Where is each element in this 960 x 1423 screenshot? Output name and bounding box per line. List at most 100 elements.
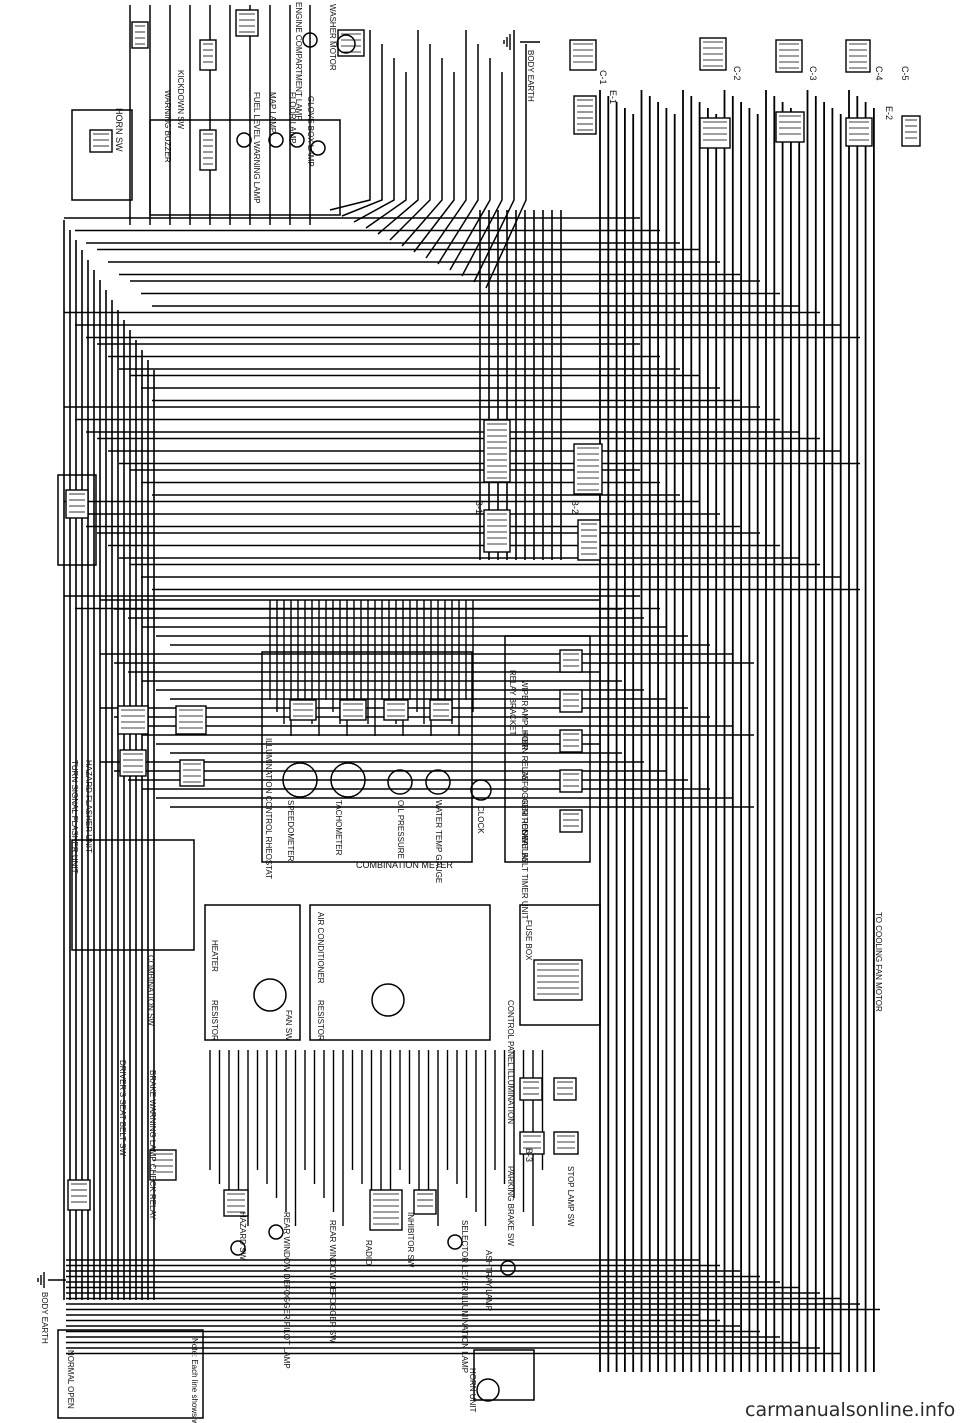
label-seat-belt-timer: SEAT BELT TIMER UNIT xyxy=(520,830,529,920)
tachometer-gauge-icon xyxy=(330,762,366,798)
connector-code: E-2 xyxy=(884,106,894,120)
wire xyxy=(473,30,515,283)
label-cooling-fan: TO COOLING FAN MOTOR xyxy=(874,912,883,1012)
wire xyxy=(353,58,395,223)
label-control-panel: CONTROL PANEL ILLUMINATION xyxy=(506,1000,515,1124)
wire xyxy=(401,58,443,247)
label-combination-meter: COMBINATION METER xyxy=(356,860,453,870)
heater-frame xyxy=(204,904,301,1041)
label-hazard-sw: HAZARD SW xyxy=(238,1212,247,1260)
connector-code: C-5 xyxy=(900,66,910,81)
label-ignition-relay: IGNITION RELAY xyxy=(520,800,529,864)
component-labels: HORN SW KICKDOWN SW WARNING BUZZER FUEL … xyxy=(40,2,910,1423)
label-horn-unit: HORN UNIT xyxy=(468,1368,477,1413)
wire xyxy=(341,44,383,217)
connector-block xyxy=(67,1179,91,1211)
ac-motor-icon xyxy=(371,983,405,1017)
connector-block xyxy=(483,419,511,483)
connector-block xyxy=(149,1149,177,1181)
wire xyxy=(461,72,503,277)
label-fuel-level: FUEL LEVEL WARNING LAMP xyxy=(252,92,261,204)
connector-block xyxy=(413,1189,437,1215)
defogger-pilot-icon xyxy=(268,1224,284,1240)
connector-block xyxy=(573,443,603,495)
connector-block xyxy=(845,117,873,147)
connector-block xyxy=(533,959,583,1001)
connector-block xyxy=(901,115,921,147)
label-wiper-amp: WIPER AMPLIFIER xyxy=(520,680,529,750)
wire xyxy=(449,58,491,271)
label-warning-buzzer: WARNING BUZZER xyxy=(163,90,172,163)
connector-code: E-1 xyxy=(608,90,618,104)
combination-sw-frame xyxy=(71,839,195,951)
connector-block xyxy=(369,1189,403,1231)
label-kickdown-sw: KICKDOWN SW xyxy=(176,70,185,130)
label-horn-sw: HORN SW xyxy=(114,108,124,152)
label-drivers-seat-belt: DRIVER'S SEAT BELT SW xyxy=(118,1060,127,1157)
connector-block xyxy=(699,117,731,149)
label-clock: CLOCK xyxy=(476,806,485,834)
map-lamp-icon xyxy=(268,132,284,148)
label-water-temp: WATER TEMP GAUGE xyxy=(434,800,443,883)
label-washer-motor: WASHER MOTOR xyxy=(328,4,337,71)
label-hazard-flasher: HAZARD FLASHER UNIT xyxy=(84,760,93,853)
label-defogger-relay: DEFOGGER RELAY xyxy=(520,770,529,844)
legend-frame xyxy=(57,1329,204,1419)
label-oil-pressure: OIL PRESSURE xyxy=(396,800,405,859)
label-relay-bracket: RELAY BRACKET xyxy=(508,670,517,736)
warning-lamp-icon xyxy=(230,1240,246,1256)
connector-code: B-2 xyxy=(570,500,580,514)
connector-code: C-1 xyxy=(598,70,608,85)
label-defogger-pilot: REAR WINDOW DEFOGGER PILOT LAMP xyxy=(282,1212,291,1369)
horn-unit-frame xyxy=(473,1349,535,1401)
connector-block xyxy=(117,705,149,735)
gauge-symbols xyxy=(37,32,540,1402)
connector-block xyxy=(569,39,597,71)
label-body-earth-bottom: BODY EARTH xyxy=(40,1292,49,1344)
engine-lamp-icon xyxy=(302,32,318,48)
connector-block xyxy=(573,95,597,135)
connector-block xyxy=(559,729,583,753)
floor-lamp-icon xyxy=(289,132,305,148)
washer-motor-icon xyxy=(336,34,356,54)
label-selector-lamp: SELECTOR LEVER ILLUMINATION LAMP xyxy=(460,1220,469,1373)
label-speedometer: SPEEDOMETER xyxy=(286,800,295,862)
label-body-earth-top: BODY EARTH xyxy=(526,50,535,102)
label-radio: RADIO xyxy=(364,1240,373,1265)
connector-block xyxy=(131,21,149,49)
connector-block xyxy=(553,1077,577,1101)
heater-motor-icon xyxy=(253,978,287,1012)
ashtray-lamp-icon xyxy=(500,1260,516,1276)
wire xyxy=(377,30,419,235)
combination-meter-frame xyxy=(261,651,473,863)
wire xyxy=(365,72,407,229)
speedometer-gauge-icon xyxy=(282,762,318,798)
connector-block xyxy=(559,769,583,793)
relay-bracket-frame xyxy=(504,635,591,863)
label-stop-lamp: STOP LAMP SW xyxy=(566,1166,575,1227)
label-horn-relay: HORN RELAY xyxy=(520,730,529,782)
label-ashtray: ASHTRAY LAMP xyxy=(484,1250,493,1311)
connector-blocks xyxy=(65,9,921,1231)
watermark: carmanualsonline.info xyxy=(745,1399,955,1421)
label-illumination: ILLUMINATION CONTROL RHEOSTAT xyxy=(264,738,273,879)
connector-block xyxy=(89,129,113,153)
warning-lamps-frame xyxy=(149,119,341,216)
connector-block xyxy=(559,809,583,833)
connector-code: B-3 xyxy=(524,1148,534,1162)
label-parking-brake: PARKING BRAKE SW xyxy=(506,1166,515,1246)
connector-code: C-2 xyxy=(732,66,742,81)
label-glove-box: GLOVE BOX LAMP xyxy=(306,96,315,167)
glove-box-lamp-icon xyxy=(310,140,326,156)
label-turn-signal: TURN SIGNAL FLASHER UNIT xyxy=(70,760,79,874)
label-floor-lamp: FLOOR LAMP xyxy=(288,92,297,144)
connector-block xyxy=(559,649,583,673)
connector-block xyxy=(175,705,207,735)
component-frames xyxy=(57,109,601,1419)
horn-sw-frame xyxy=(71,109,133,201)
horn-icon xyxy=(476,1378,500,1402)
connector-block xyxy=(775,111,805,143)
connector-block xyxy=(519,1131,545,1155)
earth-icon xyxy=(503,34,540,50)
